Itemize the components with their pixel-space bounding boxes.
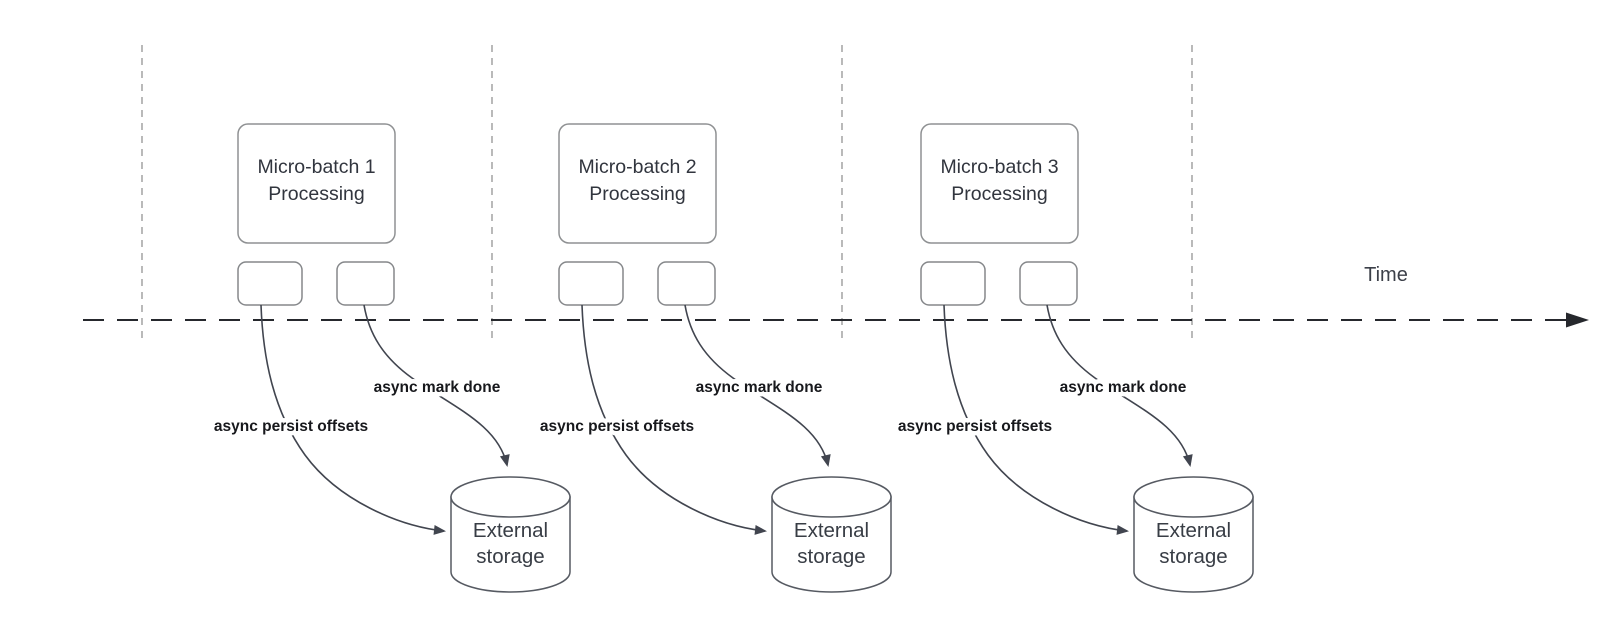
storage-label-line1: External	[473, 519, 548, 542]
mark-done-arrow	[363, 304, 510, 467]
processing-box	[237, 123, 396, 244]
external-storage-cylinder: External storage	[771, 476, 892, 593]
offset-task-box	[237, 261, 303, 306]
processing-box-title-line1: Micro-batch 1	[257, 156, 375, 178]
storage-label-line1: External	[794, 519, 869, 542]
storage-label-line2: storage	[1159, 545, 1227, 568]
external-storage-cylinder: External storage	[1133, 476, 1254, 593]
commit-task-box	[336, 261, 395, 306]
timeline-axis: Time	[83, 264, 1589, 328]
commit-task-box	[657, 261, 716, 306]
timeline-arrowhead-icon	[1566, 312, 1589, 328]
timeline-label: Time	[1364, 264, 1408, 286]
mark-done-label: async mark done	[374, 379, 501, 396]
mark-done-label: async mark done	[696, 379, 823, 396]
cylinder-top	[771, 476, 892, 518]
processing-box	[558, 123, 717, 244]
persist-offsets-label: async persist offsets	[540, 418, 694, 435]
persist-offsets-label: async persist offsets	[214, 418, 368, 435]
offset-task-box	[920, 261, 986, 306]
processing-box-title-line2: Processing	[268, 183, 364, 205]
cylinder-body	[450, 496, 571, 593]
cylinder-body	[1133, 496, 1254, 593]
persist-offsets-label: async persist offsets	[898, 418, 1052, 435]
persist-offsets-arrow	[943, 304, 1129, 535]
processing-box	[920, 123, 1079, 244]
storage-label-line2: storage	[797, 545, 865, 568]
cylinder-body	[771, 496, 892, 593]
storage-label-line1: External	[1156, 519, 1231, 542]
micro-batch-group-3: Micro-batch 3 Processing External storag…	[893, 123, 1254, 593]
commit-task-box	[1019, 261, 1078, 306]
processing-box-title-line2: Processing	[589, 183, 685, 205]
persist-offsets-arrow	[260, 304, 446, 535]
persist-offsets-arrow	[581, 304, 767, 535]
cylinder-top	[450, 476, 571, 518]
offset-task-box	[558, 261, 624, 306]
mark-done-label: async mark done	[1060, 379, 1187, 396]
storage-label-line2: storage	[476, 545, 544, 568]
mark-done-arrow	[684, 304, 831, 467]
mark-done-arrow	[1046, 304, 1193, 467]
processing-box-title-line1: Micro-batch 3	[940, 156, 1058, 178]
processing-box-title-line2: Processing	[951, 183, 1047, 205]
micro-batch-group-2: Micro-batch 2 Processing External storag…	[535, 123, 892, 593]
cylinder-top	[1133, 476, 1254, 518]
micro-batch-group-1: Micro-batch 1 Processing External storag…	[209, 123, 571, 593]
processing-box-title-line1: Micro-batch 2	[578, 156, 696, 178]
external-storage-cylinder: External storage	[450, 476, 571, 593]
